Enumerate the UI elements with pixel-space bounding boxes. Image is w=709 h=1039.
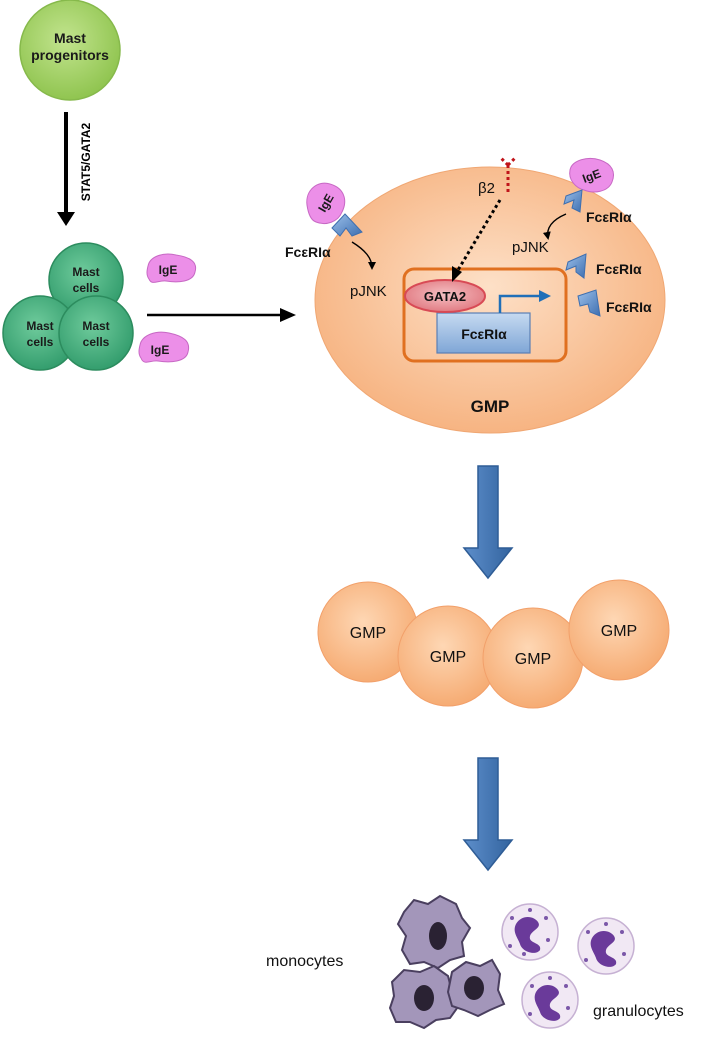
- ige-blob-left-receptor: IgE: [306, 182, 346, 225]
- gmp-cell-4-label: GMP: [601, 623, 637, 640]
- big-down-arrow-1: [462, 465, 514, 580]
- gmp-cell-4: GMP: [568, 579, 670, 681]
- mast-cell-top-label-line1: Mast: [72, 265, 99, 279]
- granulocyte-2: [577, 917, 635, 975]
- gmp-cell-1-label: GMP: [350, 625, 386, 642]
- ige-blob-right-receptor: IgE: [569, 157, 614, 193]
- beta2-to-gata2-arrow-head: [452, 266, 462, 282]
- differentiation-arrow-head: [57, 212, 75, 226]
- fceri-label-top-right: FcεRIα: [586, 209, 632, 225]
- nucleus-box: [402, 267, 568, 363]
- pjnk-label-right: pJNK: [512, 239, 549, 256]
- mast-cell-left: Mast cells: [2, 295, 78, 371]
- mast-progenitor-cell: Mast progenitors: [19, 0, 121, 101]
- gmp-cell-2: GMP: [397, 605, 499, 707]
- fceri-gene-box: FcεRIα: [436, 312, 531, 354]
- fceri-label-right-middle: FcεRIα: [596, 261, 642, 277]
- mast-cell-top-label-line2: cells: [73, 281, 100, 295]
- big-down-arrow-2: [462, 757, 514, 872]
- mast-cell-right-label-line1: Mast: [82, 319, 109, 333]
- mast-progenitors-label-line1: Mast: [54, 30, 86, 46]
- fceri-gene-label: FcεRIα: [461, 326, 507, 342]
- mast-cell-left-label-line1: Mast: [26, 319, 53, 333]
- gata2-factor: GATA2: [404, 279, 486, 313]
- granulocyte-3: [521, 971, 579, 1029]
- ige-label-lower: IgE: [151, 343, 170, 357]
- gmp-large-cell: GMP: [314, 166, 666, 434]
- mast-cells-cluster: Mast cells Mast cells Mast cells: [2, 242, 134, 371]
- mast-cell-right-label-line2: cells: [83, 335, 110, 349]
- ige-blob-lower: IgE: [138, 331, 190, 363]
- mast-to-gmp-arrow-head: [280, 308, 296, 322]
- mast-cell-left-label-line2: cells: [27, 335, 54, 349]
- ige-label-upper: IgE: [159, 263, 178, 277]
- right-receptor-signal-arrow: [542, 213, 567, 240]
- fceri-receptor-right-lower: [577, 289, 601, 317]
- gmp-cell-3: GMP: [482, 607, 584, 709]
- beta2-ligand: β2: [478, 155, 518, 197]
- gmp-cell-2-label: GMP: [430, 649, 466, 666]
- ige-label-right-receptor: IgE: [580, 166, 602, 186]
- beta2-to-gata2-arrow: [456, 199, 502, 271]
- monocyte-1: [396, 894, 472, 970]
- granulocyte-1: [501, 903, 559, 961]
- monocyte-2: [388, 964, 462, 1030]
- stat5-gata2-label: STAT5/GATA2: [79, 122, 93, 201]
- pjnk-label-left: pJNK: [350, 283, 387, 300]
- monocytes-label: monocytes: [266, 953, 343, 970]
- fceri-receptor-left: [331, 213, 363, 237]
- mast-cell-right: Mast cells: [58, 295, 134, 371]
- granulocytes-label: granulocytes: [593, 1003, 684, 1020]
- gmp-large-label: GMP: [471, 397, 510, 416]
- beta2-label: β2: [478, 180, 495, 197]
- fceri-receptor-top-right: [563, 189, 583, 213]
- fceri-label-right-lower: FcεRIα: [606, 299, 652, 315]
- gmp-cell-1: GMP: [317, 581, 419, 683]
- gmp-cell-3-label: GMP: [515, 651, 551, 668]
- ige-blob-upper: IgE: [146, 253, 197, 283]
- gata2-label: GATA2: [424, 289, 466, 304]
- fceri-receptor-right-middle: [565, 253, 587, 279]
- mast-progenitors-label-line2: progenitors: [31, 47, 109, 63]
- transcription-arrow: [498, 290, 551, 313]
- left-receptor-signal-arrow: [351, 241, 376, 270]
- fceri-label-left: FcεRIα: [285, 244, 331, 260]
- monocyte-3: [446, 958, 506, 1018]
